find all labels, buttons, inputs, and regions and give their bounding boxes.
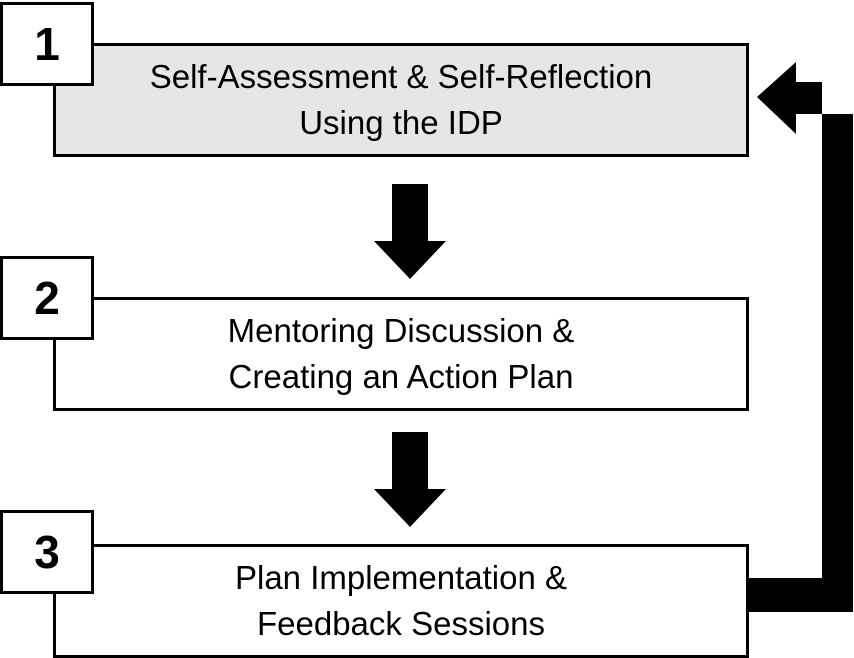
step-1-label-line-2: Using the IDP [299,104,503,141]
step-2-label: Mentoring Discussion & Creating an Actio… [228,308,575,400]
step-3-label-line-2: Feedback Sessions [256,605,545,642]
step-3-number: 3 [0,510,94,594]
step-2-label-line-2: Creating an Action Plan [228,358,574,395]
step-2-number: 2 [0,256,94,340]
step-1-number: 1 [0,2,94,86]
arrow-down-2-to-3 [374,432,446,527]
step-1-box: Self-Assessment & Self-Reflection Using … [53,43,749,157]
loop-arrow-3-to-1 [749,62,853,612]
step-1-label: Self-Assessment & Self-Reflection Using … [150,54,653,146]
arrow-down-1-to-2 [374,184,446,279]
step-2-label-line-1: Mentoring Discussion & [227,312,575,349]
step-3-box: Plan Implementation & Feedback Sessions [53,544,749,658]
step-2-box: Mentoring Discussion & Creating an Actio… [53,297,749,411]
step-3-label-line-1: Plan Implementation & [234,559,567,596]
step-1-label-line-1: Self-Assessment & Self-Reflection [149,58,653,95]
step-3-label: Plan Implementation & Feedback Sessions [235,555,567,647]
